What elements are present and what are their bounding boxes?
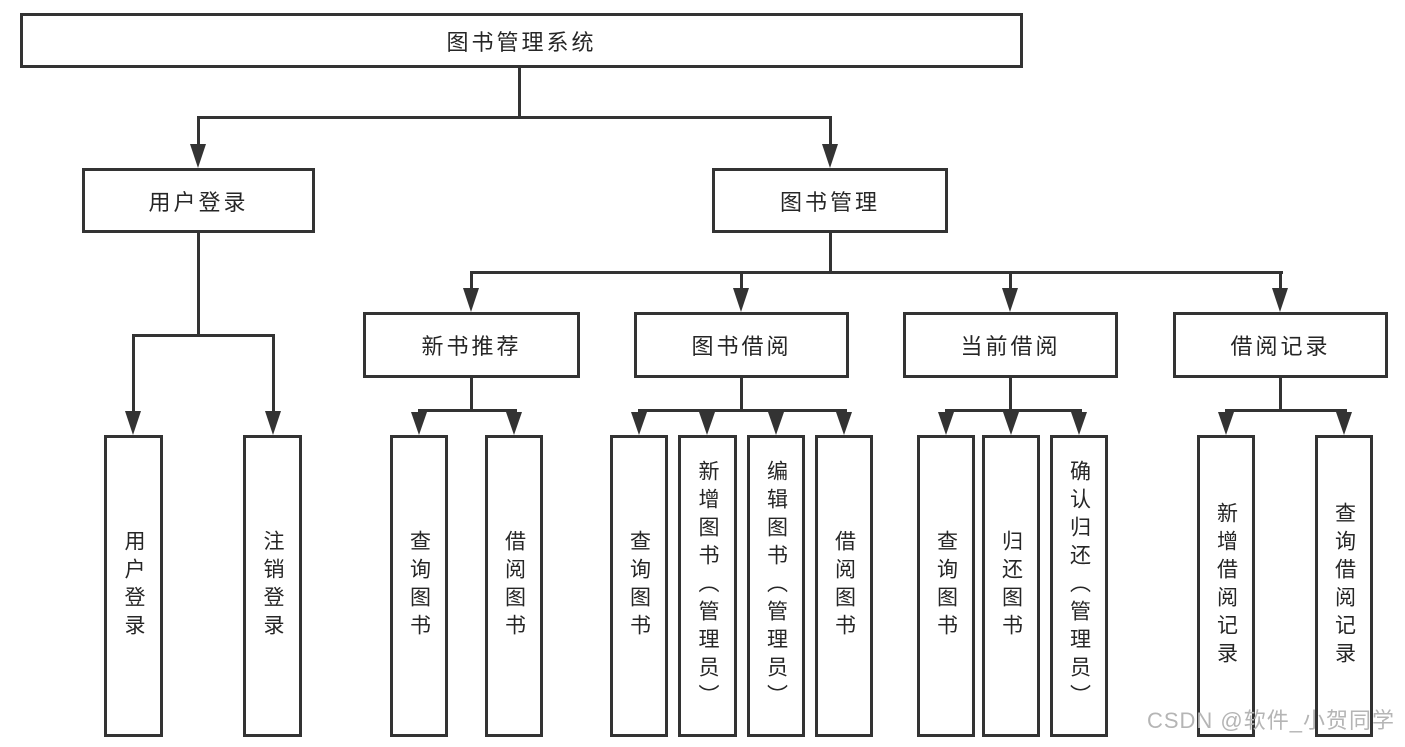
connector-stem-borrow-records [1279, 271, 1282, 291]
leaf-query-book-newrec: 查询图书 [390, 435, 448, 737]
connector-current-borrow-hbar [945, 409, 1082, 412]
connector-new-book-rec-trunk [470, 378, 473, 412]
node-book-borrow: 图书借阅 [634, 312, 849, 378]
node-root: 图书管理系统 [20, 13, 1023, 68]
leaf-confirm-return-admin: 确认归还（管理员） [1050, 435, 1108, 737]
leaf-borrow-book-borrow-label: 借阅图书 [832, 530, 856, 642]
leaf-borrow-book-newrec: 借阅图书 [485, 435, 543, 737]
leaf-borrow-book-newrec-label: 借阅图书 [502, 530, 526, 642]
node-borrow-records: 借阅记录 [1173, 312, 1388, 378]
arrowhead-down-icon [411, 412, 427, 435]
leaf-query-borrow-record: 查询借阅记录 [1315, 435, 1373, 737]
leaf-query-book-current-label: 查询图书 [934, 530, 958, 642]
node-borrow-records-label: 借阅记录 [1230, 334, 1331, 359]
arrowhead-down-icon [125, 411, 141, 435]
connector-book-borrow-hbar [638, 409, 847, 412]
connector-book-mgmt-hbar [470, 271, 1283, 274]
leaf-query-book-borrow-label: 查询图书 [627, 530, 651, 642]
leaf-edit-book-admin-label: 编辑图书（管理员） [764, 460, 788, 712]
leaf-add-book-admin: 新增图书（管理员） [678, 435, 737, 737]
connector-stem-new-book-rec [470, 271, 473, 291]
node-user-login: 用户登录 [82, 168, 315, 233]
connector-new-book-rec-hbar [418, 409, 517, 412]
node-new-book-rec: 新书推荐 [363, 312, 580, 378]
arrowhead-down-icon [938, 412, 954, 435]
connector-borrow-records-hbar [1225, 409, 1347, 412]
node-book-mgmt-label: 图书管理 [779, 189, 880, 215]
arrowhead-down-icon [822, 144, 838, 168]
leaf-logout: 注销登录 [243, 435, 302, 737]
connector-stem-leaf-logout [272, 334, 275, 412]
node-book-mgmt: 图书管理 [712, 168, 948, 233]
connector-stem-leaf-user-login [132, 334, 135, 412]
leaf-logout-label: 注销登录 [261, 530, 284, 642]
node-new-book-rec-label: 新书推荐 [421, 334, 522, 359]
connector-borrow-records-trunk [1279, 378, 1282, 412]
arrowhead-down-icon [506, 412, 522, 435]
leaf-add-borrow-record: 新增借阅记录 [1197, 435, 1255, 737]
leaf-query-book-borrow: 查询图书 [610, 435, 668, 737]
arrowhead-down-icon [463, 288, 479, 312]
leaf-edit-book-admin: 编辑图书（管理员） [747, 435, 805, 737]
connector-root-hbar [197, 116, 832, 119]
connector-stem-current-borrow [1009, 271, 1012, 291]
arrowhead-down-icon [699, 412, 715, 435]
node-book-borrow-label: 图书借阅 [691, 334, 792, 359]
connector-root-trunk [518, 68, 521, 118]
connector-stem-user-login [197, 116, 200, 146]
arrowhead-down-icon [1002, 288, 1018, 312]
arrowhead-down-icon [1003, 412, 1019, 435]
arrowhead-down-icon [631, 412, 647, 435]
leaf-query-book-current: 查询图书 [917, 435, 975, 737]
leaf-borrow-book-borrow: 借阅图书 [815, 435, 873, 737]
leaf-confirm-return-admin-label: 确认归还（管理员） [1067, 460, 1091, 712]
connector-current-borrow-trunk [1009, 378, 1012, 412]
node-current-borrow-label: 当前借阅 [960, 334, 1061, 359]
connector-stem-book-borrow [740, 271, 743, 291]
connector-book-mgmt-trunk [829, 233, 832, 273]
arrowhead-down-icon [733, 288, 749, 312]
arrowhead-down-icon [1218, 412, 1234, 435]
connector-book-borrow-trunk [740, 378, 743, 412]
connector-user-login-hbar [132, 334, 275, 337]
leaf-add-book-admin-label: 新增图书（管理员） [696, 460, 719, 712]
leaf-query-borrow-record-label: 查询借阅记录 [1332, 502, 1356, 670]
leaf-user-login: 用户登录 [104, 435, 163, 737]
csdn-watermark: CSDN @软件_小贺同学 [1146, 708, 1395, 733]
connector-user-login-trunk [197, 233, 200, 336]
leaf-add-borrow-record-label: 新增借阅记录 [1214, 502, 1238, 670]
connector-stem-book-mgmt [829, 116, 832, 146]
arrowhead-down-icon [1272, 288, 1288, 312]
arrowhead-down-icon [768, 412, 784, 435]
arrowhead-down-icon [1336, 412, 1352, 435]
node-root-label: 图书管理系统 [446, 29, 597, 55]
leaf-return-book-label: 归还图书 [999, 530, 1023, 642]
arrowhead-down-icon [836, 412, 852, 435]
leaf-query-book-newrec-label: 查询图书 [407, 530, 431, 642]
arrowhead-down-icon [1071, 412, 1087, 435]
arrowhead-down-icon [190, 144, 206, 168]
node-user-login-label: 用户登录 [148, 189, 249, 215]
node-current-borrow: 当前借阅 [903, 312, 1118, 378]
leaf-return-book: 归还图书 [982, 435, 1040, 737]
leaf-user-login-label: 用户登录 [122, 530, 145, 642]
arrowhead-down-icon [265, 411, 281, 435]
